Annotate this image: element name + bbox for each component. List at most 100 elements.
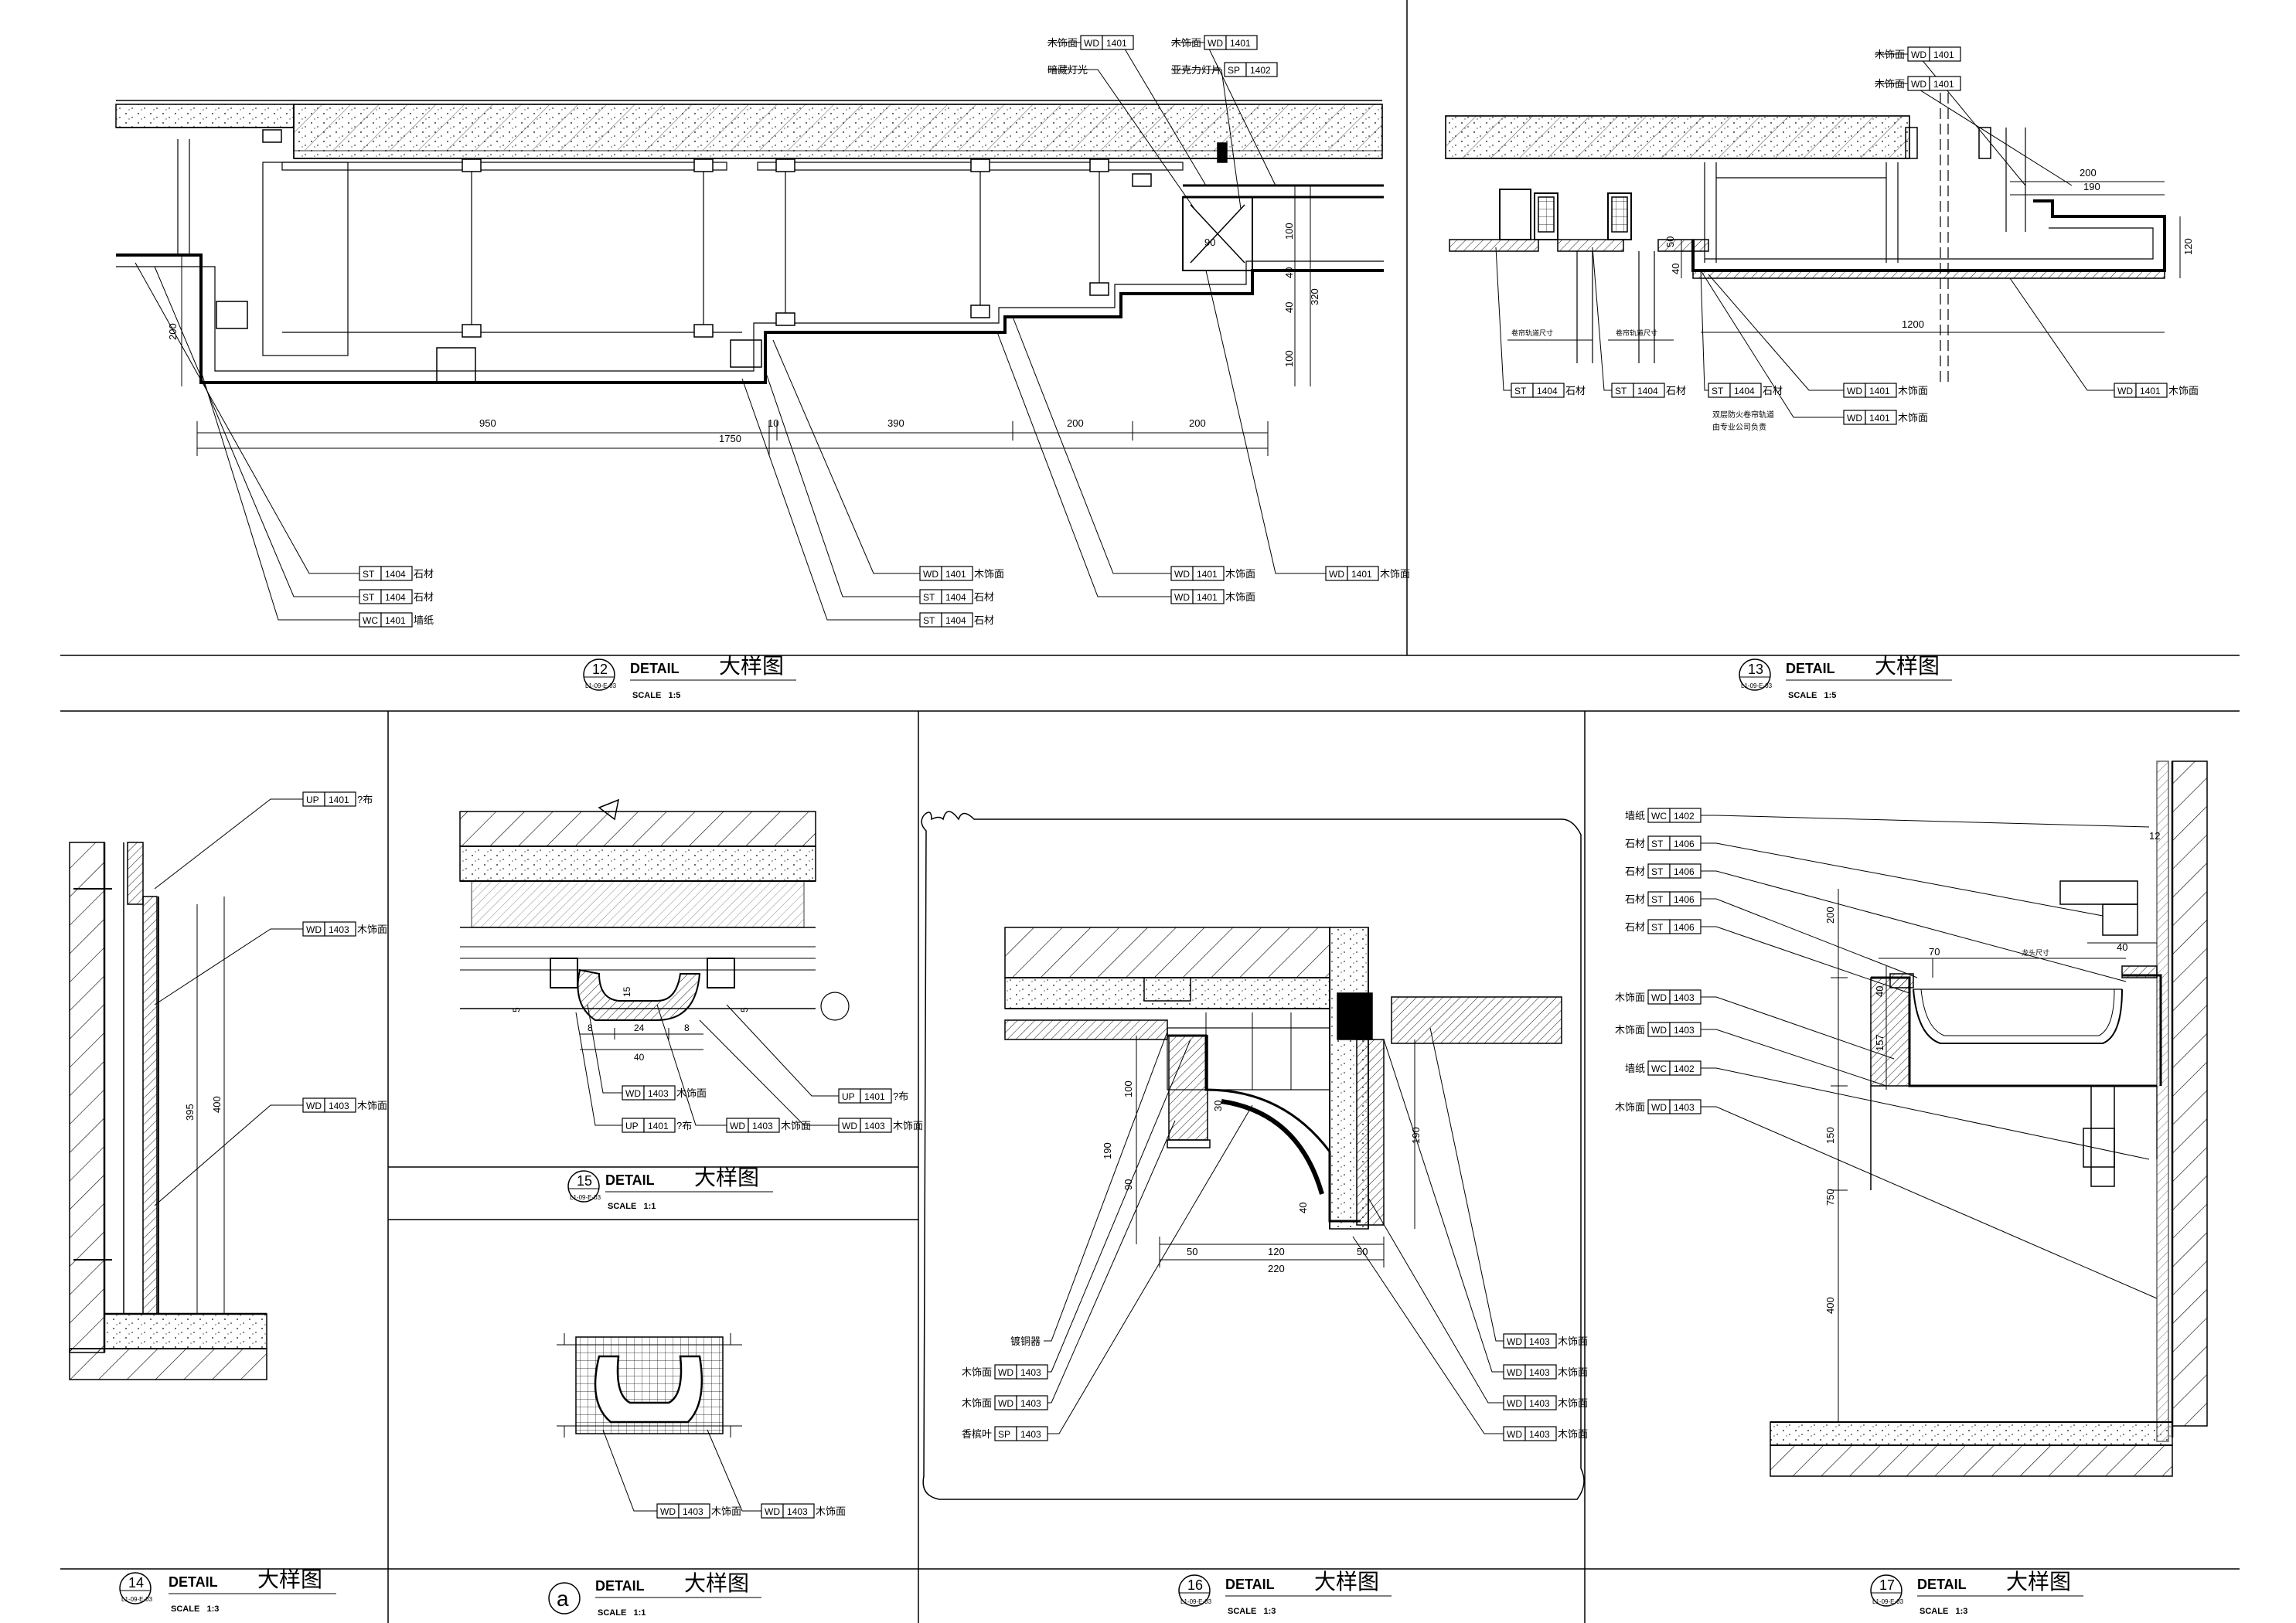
tag-suffix: 石材	[1565, 385, 1586, 396]
tag-suffix: 石材	[974, 614, 994, 626]
tag-number-box	[1669, 1022, 1702, 1037]
tag-number-box	[1929, 76, 1961, 91]
tag-number-box	[1245, 62, 1278, 77]
tag-number: 1404	[1537, 386, 1558, 396]
tag-suffix: 石材	[414, 568, 434, 580]
tag-code: ST	[1615, 386, 1627, 396]
dim-text: 40	[2117, 941, 2127, 953]
tag-prefix: 墙纸	[1625, 1063, 1645, 1074]
tag-number-box	[748, 1118, 780, 1133]
tag-number: 1403	[1674, 992, 1695, 1003]
detail-title-cn: 大样图	[694, 1165, 759, 1190]
detail-number: a	[557, 1587, 569, 1611]
tag-code: ST	[1651, 866, 1664, 877]
tag-code: WD	[765, 1506, 780, 1517]
tag-code: UP	[842, 1091, 855, 1102]
detail-title-cn: 大样图	[257, 1567, 322, 1592]
dim-text: 90	[1122, 1179, 1134, 1190]
title-block-14: 14 L1-09-E-03 DETAIL 大样图 SCALE 1:3	[119, 1567, 336, 1614]
tag-code: WD	[1651, 992, 1667, 1003]
detail-scale: SCALE 1:1	[598, 1608, 646, 1618]
tag-code: WD	[1911, 79, 1926, 90]
detail-label: DETAIL	[1917, 1577, 1967, 1592]
tag-number-box	[1016, 1395, 1048, 1410]
detail-label: DETAIL	[605, 1172, 655, 1188]
tag-prefix: 木饰面	[1875, 49, 1905, 60]
dim-text: 12	[2149, 830, 2160, 842]
dim-text: 24	[634, 1022, 645, 1033]
tag-suffix: 木饰面	[1380, 568, 1410, 580]
tag-number: 1402	[1674, 811, 1695, 822]
dim-text: 200	[2080, 167, 2097, 179]
dim-text: 200	[167, 323, 179, 340]
note-text: 双层防火卷帘轨道	[1712, 410, 1774, 420]
dim-text: 5	[511, 1007, 522, 1012]
tag-number-box	[860, 1118, 892, 1133]
tag-prefix: 木饰面	[1615, 992, 1645, 1003]
tag-code: WC	[1651, 811, 1667, 822]
tag-number-box	[1524, 1364, 1557, 1380]
tag-number: 1403	[648, 1088, 669, 1099]
tag-number-box	[1192, 589, 1225, 604]
tag-number-box	[1929, 46, 1961, 62]
detail-ref: L1-09-E-03	[1872, 1598, 1904, 1605]
tag-suffix: 木饰面	[1558, 1335, 1588, 1347]
tag-number: 1401	[329, 794, 349, 805]
tag-code: WD	[1208, 38, 1223, 49]
tag-number-box	[1669, 989, 1702, 1005]
tag-number: 1401	[1106, 38, 1127, 49]
tag-number: 1403	[1020, 1398, 1041, 1409]
tag-code: WD	[625, 1088, 641, 1099]
tag-number-box	[941, 566, 973, 581]
detail-ref: L1-09-E-03	[121, 1596, 153, 1603]
tag-number-box	[941, 612, 973, 628]
note-text: 由专业公司负责	[1712, 422, 1766, 432]
detail-13-drawing	[1445, 53, 2181, 418]
detail-scale: SCALE 1:3	[1920, 1607, 1967, 1616]
tag-number-box	[1102, 35, 1134, 50]
tag-suffix: 木饰面	[1898, 385, 1928, 396]
dim-text: 8	[684, 1022, 690, 1033]
dim-text: 320	[1309, 288, 1320, 305]
detail-15-dimensions: 8 24 8 40 15 5 5	[511, 986, 750, 1063]
tag-code: WD	[1507, 1429, 1522, 1440]
detail-14-drawing	[69, 798, 303, 1380]
dim-text: 50	[1664, 236, 1676, 247]
tag-suffix: 木饰面	[711, 1506, 741, 1517]
tag-number-box	[1669, 835, 1702, 851]
tag-number-box	[380, 612, 413, 628]
dim-text: 1750	[719, 433, 741, 444]
tag-number: 1401	[1933, 49, 1954, 60]
tag-number: 1402	[1674, 1063, 1695, 1074]
dim-text: 200	[1189, 417, 1206, 429]
tag-number: 1401	[385, 615, 406, 626]
dim-text: 100	[1283, 350, 1295, 367]
tag-number: 1406	[1674, 922, 1695, 933]
tag-suffix: ?布	[676, 1120, 692, 1131]
tag-number-box	[1524, 1426, 1557, 1441]
detail-label: DETAIL	[1225, 1577, 1275, 1592]
tag-number-box	[1633, 383, 1665, 398]
dim-text: 120	[2182, 238, 2194, 255]
dim-text: 157	[1874, 1034, 1886, 1051]
tag-number: 1406	[1674, 839, 1695, 849]
tag-number-box	[1669, 863, 1702, 879]
tag-code: SP	[1228, 65, 1240, 76]
detail-15-drawing	[459, 798, 850, 1126]
tag-code: SP	[998, 1429, 1010, 1440]
dim-text: 100	[1283, 223, 1295, 240]
detail-16-drawing	[921, 811, 1585, 1500]
tag-number: 1401	[1197, 569, 1218, 580]
detail-ref: L1-09-E-03	[585, 682, 617, 689]
tag-code: WD	[306, 924, 322, 935]
tag-number: 1403	[787, 1506, 808, 1517]
tag-code: ST	[363, 592, 375, 603]
title-block-16: 16 L1-09-E-03 DETAIL 大样图 SCALE 1:3	[1178, 1569, 1392, 1616]
